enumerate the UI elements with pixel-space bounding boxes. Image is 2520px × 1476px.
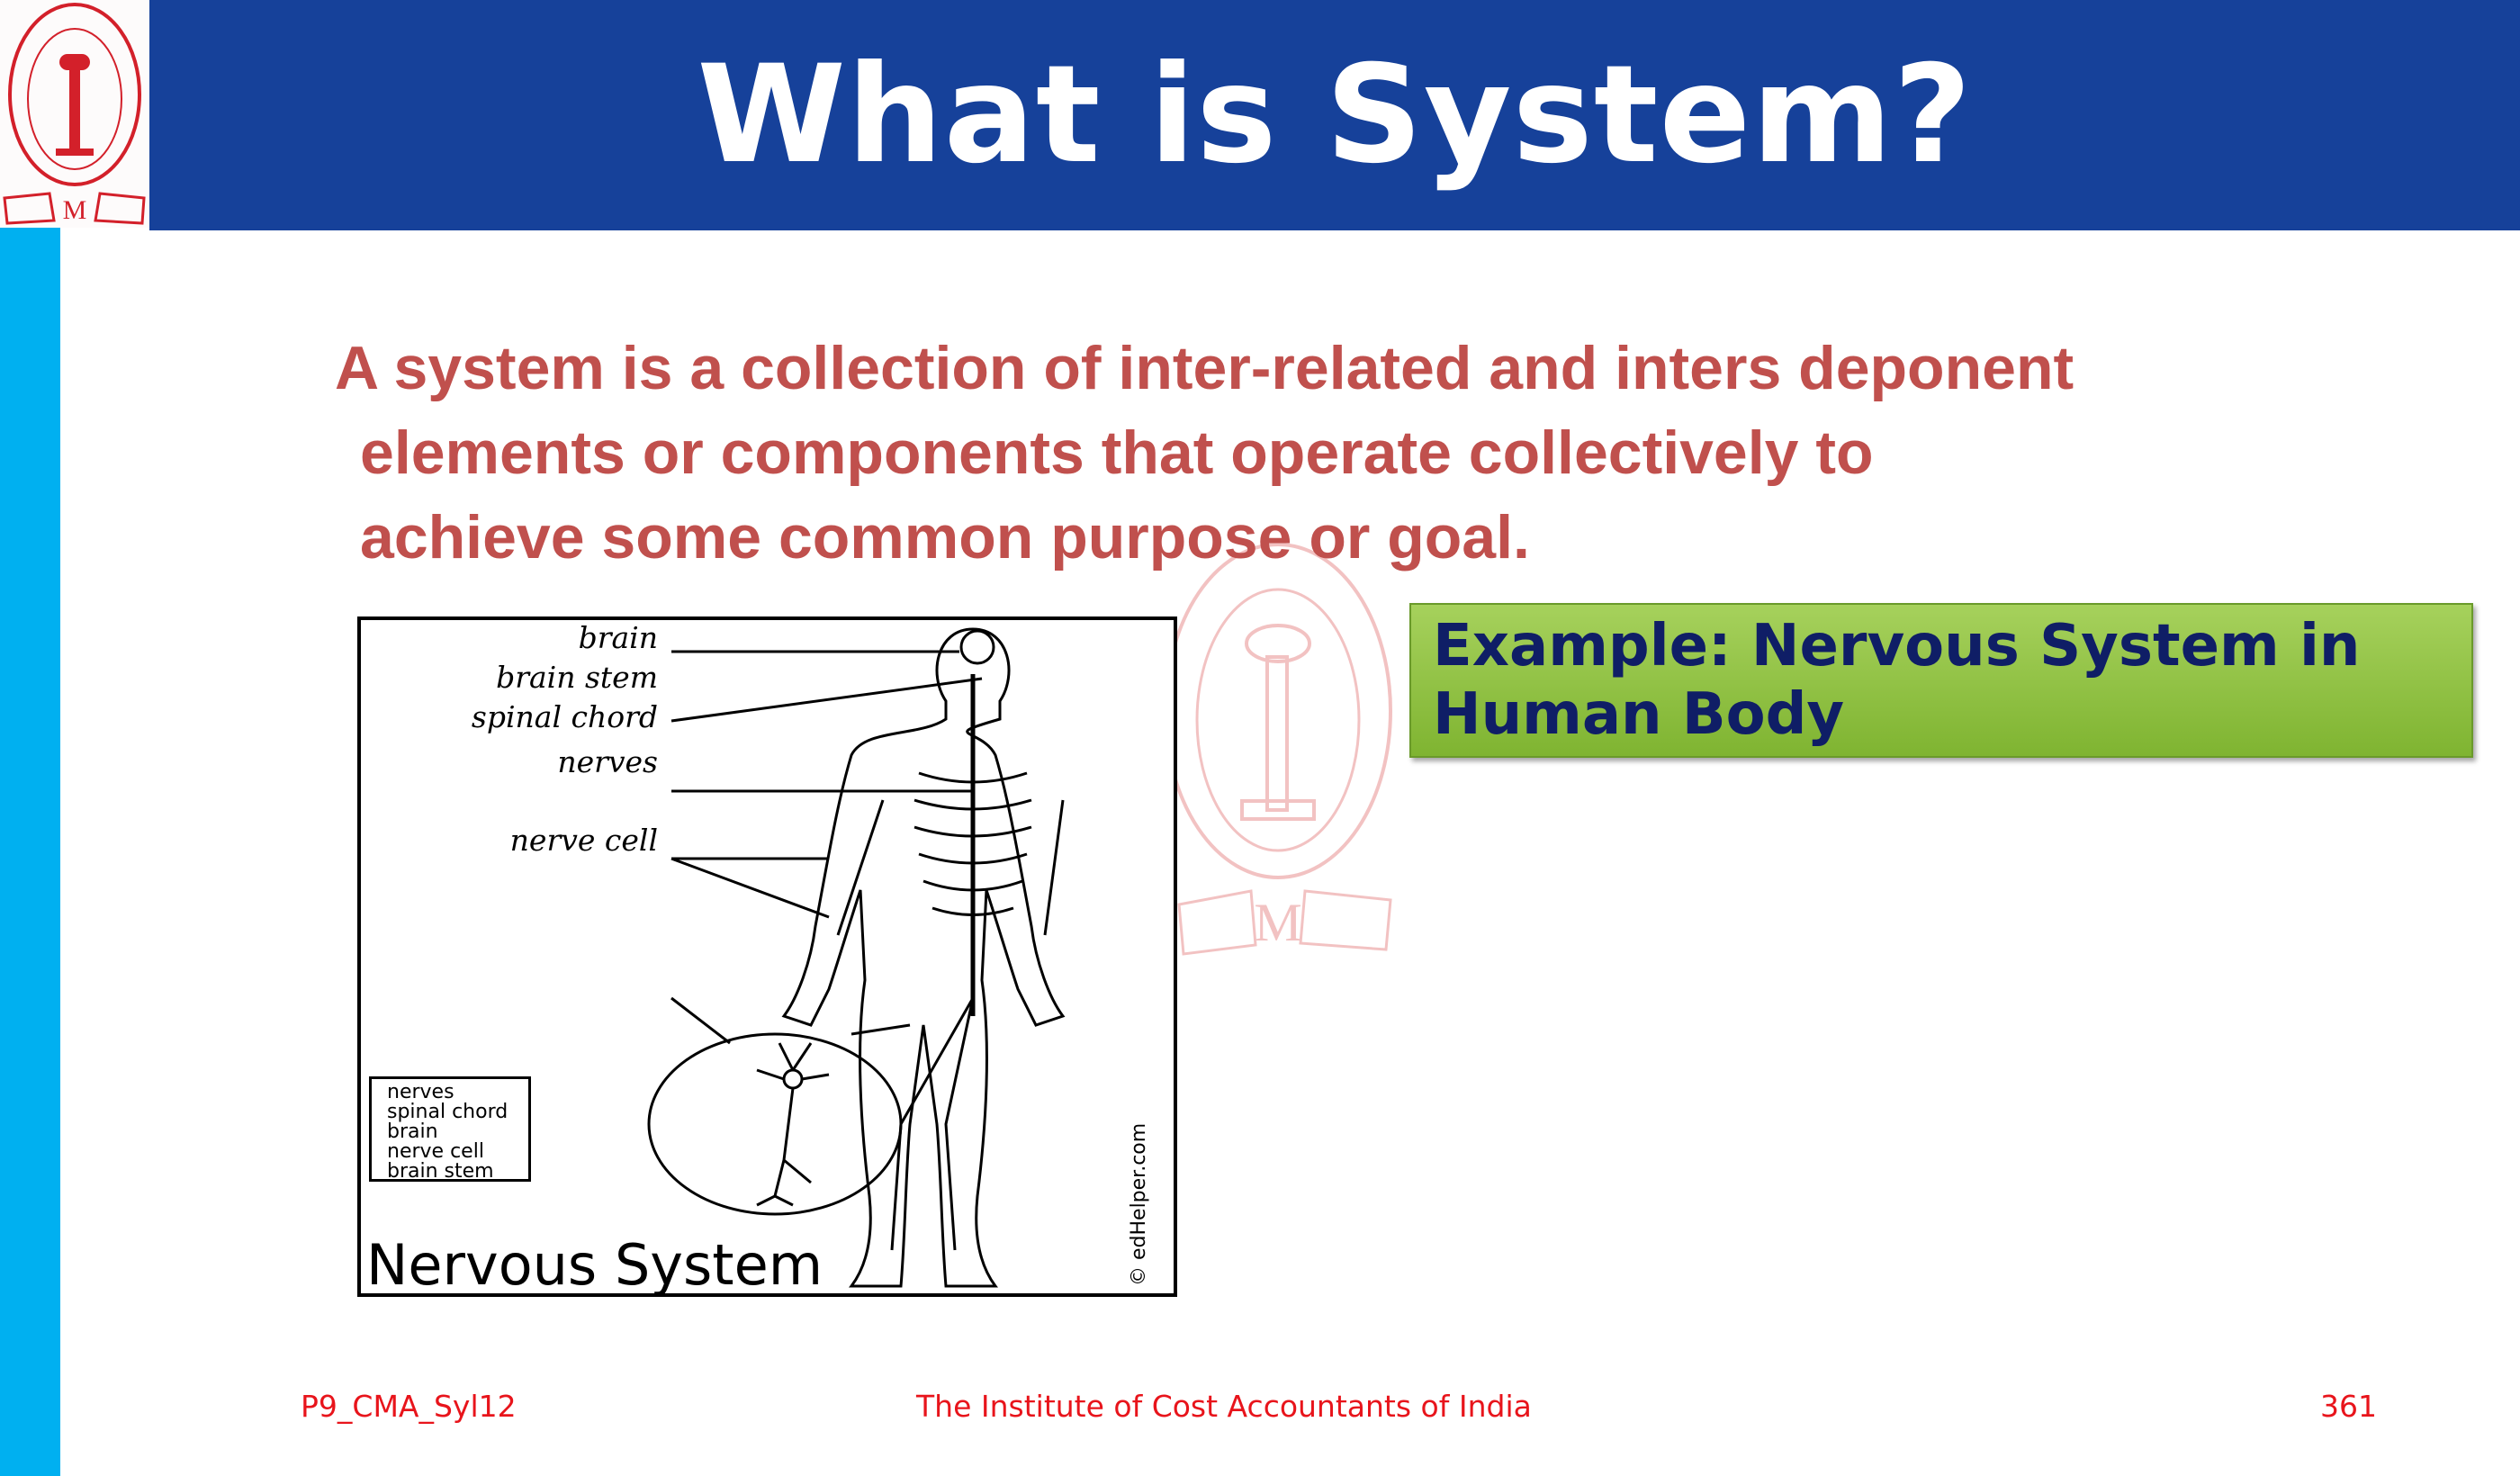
footer-page-number: 361 (2320, 1389, 2377, 1424)
definition-line-2: elements or components that operate coll… (360, 418, 1874, 487)
label-spinal-chord: spinal chord (471, 699, 658, 734)
example-callout: Example: Nervous System in Human Body (1409, 603, 2473, 758)
label-brain-stem: brain stem (496, 660, 658, 695)
label-nerves: nerves (557, 744, 658, 779)
human-body-illustration (647, 627, 1066, 1288)
watermark-logo: M (1152, 531, 1404, 963)
system-definition: A system is a collection of inter-relate… (335, 326, 2477, 580)
label-nerve-cell: nerve cell (509, 823, 658, 858)
word-bank-item: brain (387, 1120, 438, 1143)
label-brain: brain (578, 620, 658, 655)
word-bank-item: spinal chord (387, 1101, 508, 1123)
svg-text:M: M (1254, 893, 1301, 952)
figure-copyright: © edHelper.com (1128, 1122, 1150, 1286)
footer-course-code: P9_CMA_Syl12 (301, 1389, 517, 1424)
definition-line-1: A system is a collection of inter-relate… (335, 334, 2074, 402)
figure-title: Nervous System (366, 1232, 824, 1298)
definition-line-3: achieve some common purpose or goal. (360, 503, 1530, 572)
slide-title: What is System? (697, 37, 1973, 194)
footer-institute: The Institute of Cost Accountants of Ind… (916, 1389, 1532, 1424)
institute-logo: M (0, 0, 149, 228)
word-bank-item: nerves (387, 1081, 454, 1103)
word-bank-item: brain stem (387, 1160, 494, 1183)
word-bank-item: nerve cell (387, 1140, 484, 1163)
word-bank: nerves spinal chord brain nerve cell bra… (369, 1076, 531, 1182)
nervous-system-diagram: brain brain stem spinal chord nerves ner… (357, 616, 1177, 1298)
svg-text:M: M (63, 195, 87, 225)
header-bar (149, 0, 2520, 230)
sidebar-accent (0, 228, 60, 1476)
